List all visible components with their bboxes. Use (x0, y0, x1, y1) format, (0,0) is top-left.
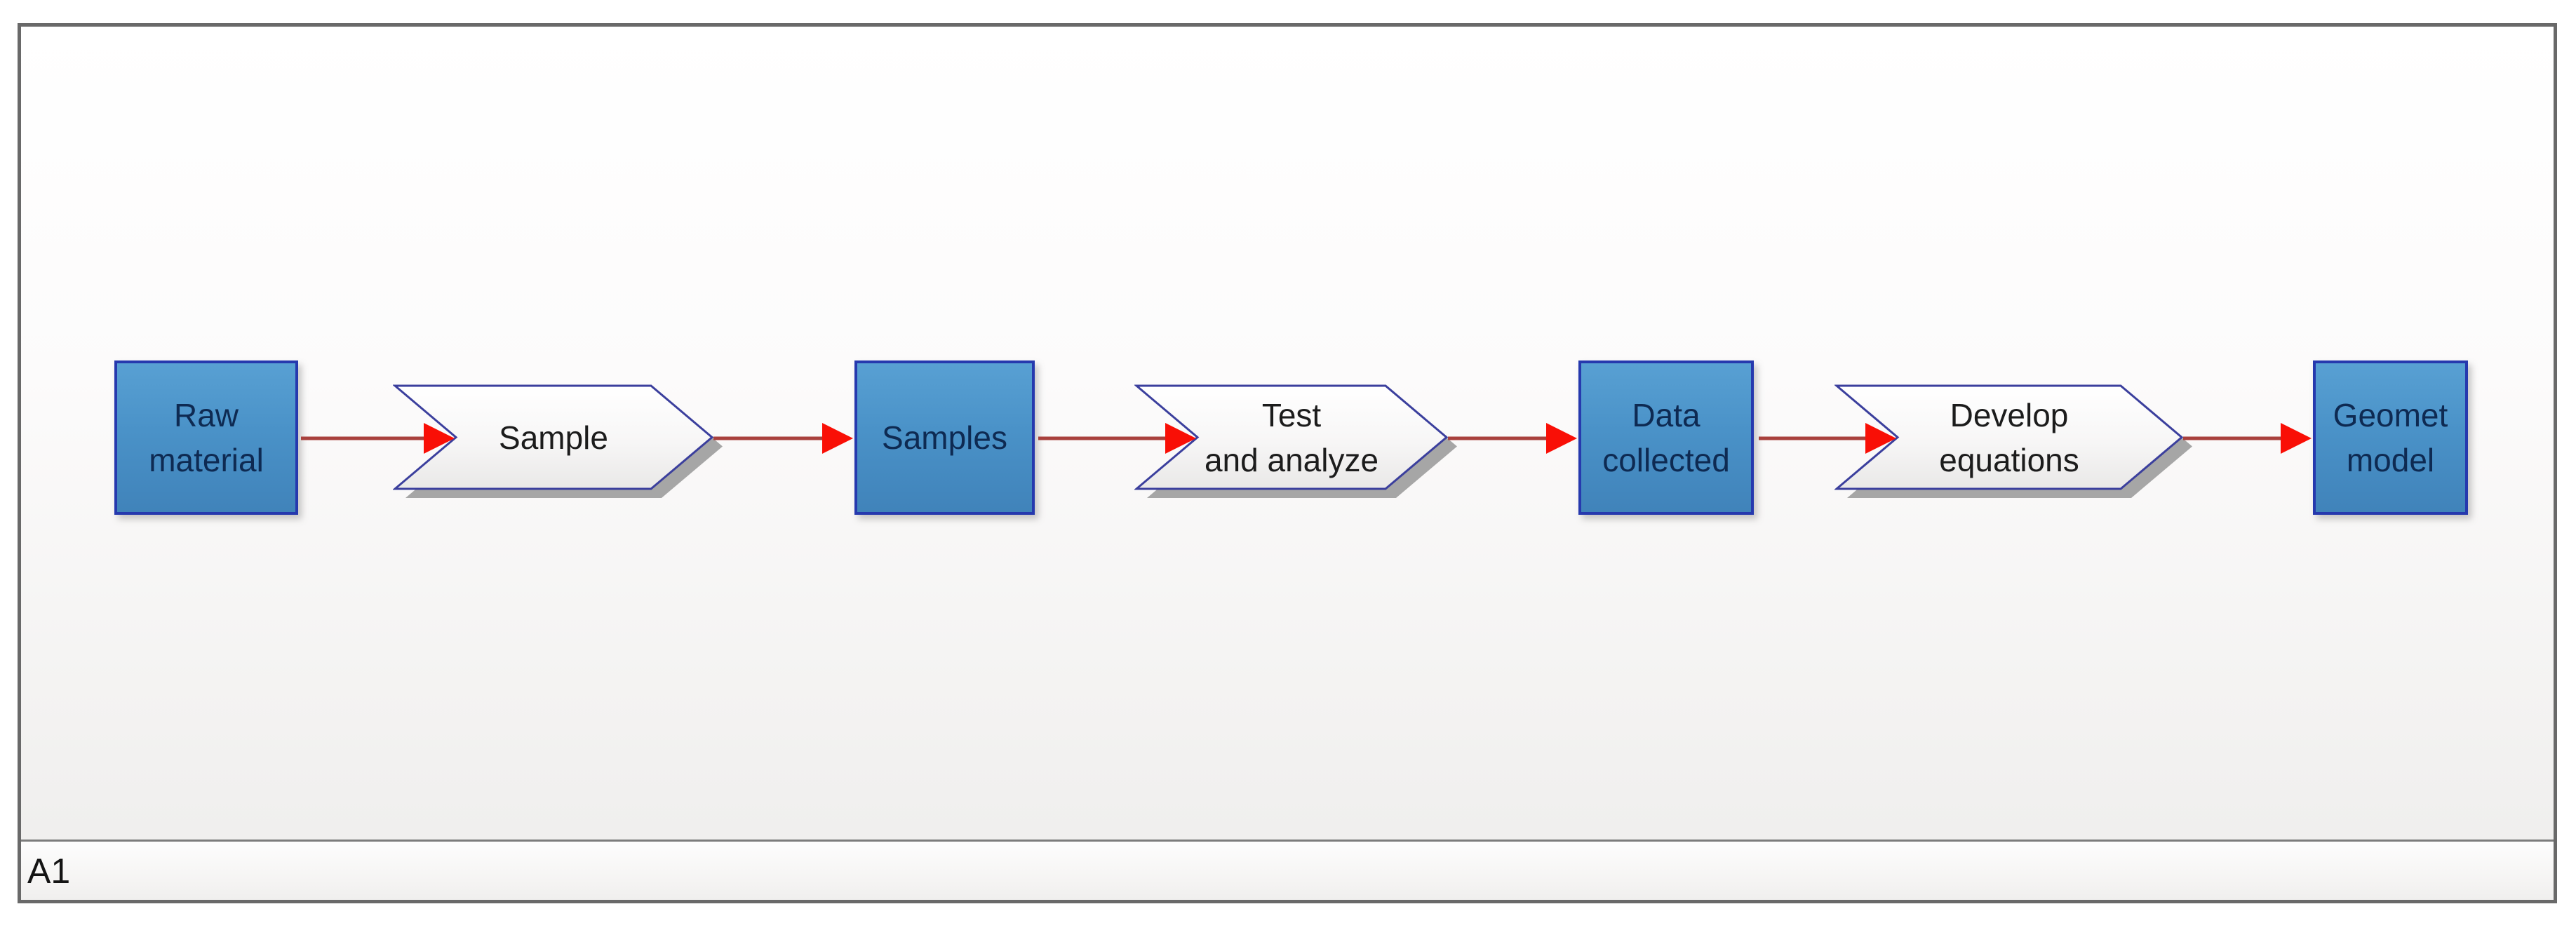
connector-sample-to-samples[interactable] (712, 419, 854, 457)
flowchart-node-geomet-model[interactable]: Geomet model (2313, 360, 2468, 515)
connector-data-to-develop[interactable] (1757, 419, 1898, 457)
flowchart-node-samples[interactable]: Samples (854, 360, 1035, 515)
node-label-develop-equations: Develop equations (1939, 396, 2079, 478)
flowchart-node-data-collected[interactable]: Data collected (1578, 360, 1754, 515)
statusbar: A1 (21, 842, 2554, 900)
node-label-geomet-model: Geomet model (2333, 397, 2448, 478)
connector-test-to-data[interactable] (1447, 419, 1578, 457)
connector-samples-to-test[interactable] (1037, 419, 1198, 457)
arrowhead-icon (822, 423, 853, 454)
connector-develop-to-geomet[interactable] (2182, 419, 2313, 457)
statusbar-divider (21, 840, 2554, 842)
sheet-tab-a1[interactable]: A1 (27, 851, 71, 891)
arrowhead-icon (2281, 423, 2312, 454)
arrowhead-icon (1865, 423, 1896, 454)
node-label-raw-material: Raw material (149, 397, 264, 478)
flowchart-node-raw-material[interactable]: Raw material (114, 360, 298, 515)
chevron-shape (393, 384, 714, 490)
node-label-data-collected: Data collected (1602, 397, 1730, 478)
arrowhead-icon (1165, 423, 1196, 454)
node-label-test-and-analyze: Test and analyze (1204, 396, 1379, 478)
arrowhead-icon (1546, 423, 1577, 454)
connector-raw-material-to-sample[interactable] (300, 419, 456, 457)
chevron-shape (1834, 384, 2184, 490)
node-label-sample: Sample (499, 419, 608, 456)
flowchart-node-test-and-analyze[interactable]: Test and analyze (1134, 384, 1461, 503)
node-label-samples: Samples (882, 419, 1007, 456)
diagram-canvas: Raw material Sample Samples (18, 23, 2557, 903)
flowchart-node-develop-equations[interactable]: Develop equations (1834, 384, 2196, 503)
arrowhead-icon (424, 423, 455, 454)
flowchart-node-sample[interactable]: Sample (393, 384, 726, 503)
chevron-shape (1134, 384, 1449, 490)
